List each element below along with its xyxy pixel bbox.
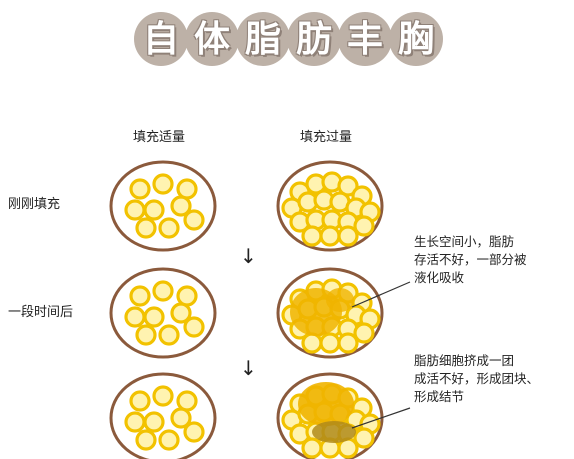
- title-badge: [338, 12, 392, 66]
- arrow-down-icon: ↓: [240, 244, 257, 268]
- fat-cell: [176, 285, 198, 307]
- fat-cell: [176, 178, 198, 200]
- fat-cell: [319, 332, 341, 354]
- note-line: 液化吸收: [414, 270, 465, 285]
- column-header-moderate: 填充适量: [133, 130, 186, 145]
- title-badge: [185, 12, 239, 66]
- title-badge: [389, 12, 443, 66]
- fat-cell: [135, 324, 157, 346]
- fat-cell: [319, 225, 341, 247]
- page-title: 自 体 脂 肪 丰 胸: [134, 10, 443, 70]
- fat-cell: [337, 332, 359, 354]
- fat-cell: [124, 306, 146, 328]
- title-badge: [287, 12, 341, 66]
- fat-cell: [152, 280, 174, 302]
- fat-cell: [158, 324, 180, 346]
- fat-cell: [170, 407, 192, 429]
- pointer-line: [351, 281, 411, 308]
- fat-cell: [353, 322, 375, 344]
- title-char: 肪: [295, 19, 332, 60]
- note-line: 存活不好，一部分被: [414, 252, 527, 267]
- fat-cell: [129, 390, 151, 412]
- pointer-line: [351, 407, 411, 429]
- note-absorption: 生长空间小，脂肪 存活不好，一部分被 液化吸收: [414, 233, 554, 287]
- fat-cell: [183, 316, 205, 338]
- note-line: 形成结节: [414, 389, 465, 404]
- note-line: 成活不好，形成团块、: [414, 371, 540, 386]
- fat-cell: [129, 285, 151, 307]
- fat-clump: [298, 382, 354, 426]
- note-line: 生长空间小，脂肪: [414, 234, 515, 249]
- title-char: 体: [193, 19, 230, 60]
- fat-cell: [353, 427, 375, 449]
- fat-cell: [170, 195, 192, 217]
- row-label-initial: 刚刚填充: [8, 197, 61, 212]
- fat-cell: [135, 429, 157, 451]
- fat-cell: [152, 385, 174, 407]
- fat-cell: [176, 390, 198, 412]
- fat-cell: [158, 217, 180, 239]
- fat-cell: [183, 421, 205, 443]
- title-char: 脂: [244, 19, 281, 60]
- fat-cell: [301, 332, 323, 354]
- fat-cell: [124, 199, 146, 221]
- arrow-down-icon: ↓: [240, 356, 257, 380]
- title-badge: [134, 12, 188, 66]
- fat-cell: [135, 217, 157, 239]
- fat-cell: [183, 209, 205, 231]
- fat-cell: [143, 306, 165, 328]
- fat-cell: [143, 411, 165, 433]
- title-badge: [236, 12, 290, 66]
- fat-nodule: [312, 421, 356, 443]
- fat-cell: [337, 175, 359, 197]
- fat-cell: [170, 302, 192, 324]
- fat-cell: [143, 199, 165, 221]
- fat-cell: [353, 215, 375, 237]
- row-label-later: 一段时间后: [8, 305, 74, 320]
- fat-cell: [337, 225, 359, 247]
- liquefied-region: [326, 288, 354, 312]
- title-char: 自: [142, 19, 179, 60]
- fat-cell: [158, 429, 180, 451]
- note-line: 脂肪细胞挤成一团: [414, 353, 515, 368]
- fat-cell: [124, 411, 146, 433]
- title-char: 胸: [397, 19, 434, 60]
- note-clumping: 脂肪细胞挤成一团 成活不好，形成团块、 形成结节: [414, 352, 554, 406]
- column-header-excess: 填充过量: [300, 130, 353, 145]
- title-char: 丰: [346, 19, 383, 60]
- fat-cell: [152, 173, 174, 195]
- fat-cell: [301, 225, 323, 247]
- fat-cell: [301, 437, 323, 459]
- fat-cell: [129, 178, 151, 200]
